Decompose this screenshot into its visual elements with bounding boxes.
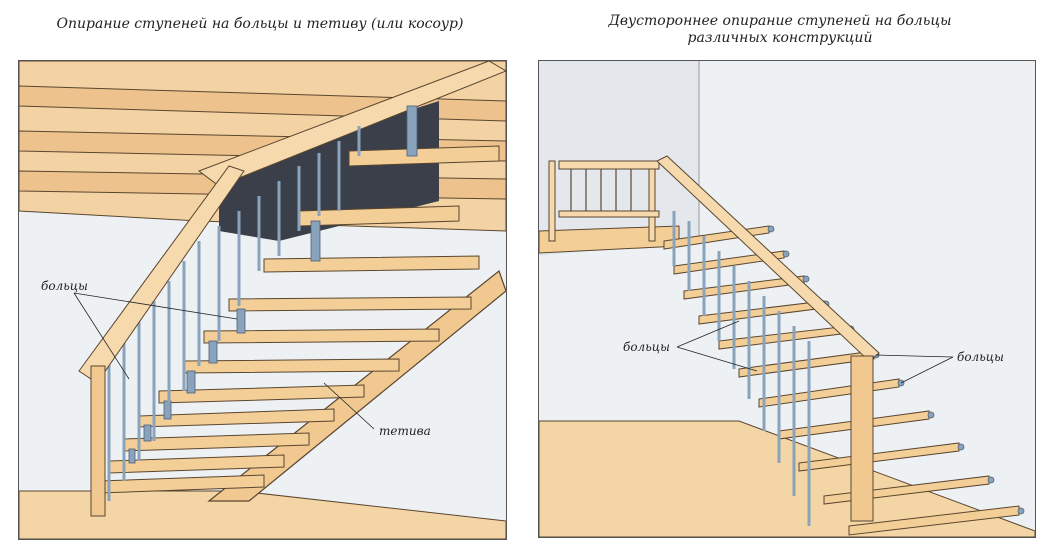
railing-post: [648, 160, 656, 242]
callout-line: [73, 292, 238, 320]
baluster: [236, 308, 246, 334]
bolt-end: [927, 411, 935, 419]
stair-tread: [263, 255, 480, 273]
left-wall: [539, 61, 699, 256]
handrail: [656, 155, 880, 362]
callout-line: [73, 292, 130, 380]
callout-line: [875, 354, 954, 358]
railing-slats: [570, 169, 632, 211]
bolt-end: [1017, 507, 1025, 515]
callout-line: [676, 320, 740, 348]
callout-line: [323, 382, 375, 430]
floor: [539, 420, 1035, 537]
callout-line: [900, 356, 954, 384]
left-baluster-label: больцы: [41, 279, 88, 293]
railing-bars: [107, 126, 361, 501]
right-title-line-1: Двустороннее опирание ступеней на больцы: [608, 13, 952, 29]
right-title-line-2: различных конструкций: [687, 30, 873, 46]
right-baluster-label-left: больцы: [623, 340, 670, 354]
right-stair-illustration: больцы больцы: [538, 60, 1036, 538]
right-stair-drawing: [539, 61, 1035, 537]
left-diagram-title: Опирание ступеней на больцы и тетиву (ил…: [56, 16, 464, 32]
bolt-end: [957, 443, 965, 451]
left-stair-drawing: [19, 61, 506, 539]
left-stringer-label: тетива: [379, 424, 431, 438]
upper-railing: [548, 160, 660, 242]
stair-tread: [848, 505, 1020, 536]
bolt-end: [987, 476, 995, 484]
railing-top: [558, 160, 660, 170]
stair-tread: [673, 250, 785, 275]
baluster: [186, 370, 196, 394]
callout-line: [676, 346, 758, 372]
baluster: [208, 340, 218, 364]
baluster: [143, 424, 152, 442]
newel-post: [90, 365, 106, 517]
ceiling-opening: [219, 101, 439, 241]
stair-treads: [98, 145, 500, 494]
left-stair-illustration: больцы тетива: [18, 60, 507, 540]
stair-tread: [798, 442, 960, 472]
right-baluster-label-right: больцы: [957, 350, 1004, 364]
stair-tread: [348, 145, 500, 167]
railing-post: [548, 160, 556, 242]
bolt-end: [802, 275, 810, 283]
baluster: [406, 105, 418, 157]
bolt-end: [782, 250, 790, 258]
stair-tread: [738, 350, 875, 378]
balusters-left: [672, 211, 811, 526]
stair-tread: [158, 384, 365, 404]
right-diagram-title: Двустороннее опирание ступеней на больцы…: [540, 13, 1020, 47]
floor: [19, 490, 506, 539]
baluster: [310, 220, 321, 262]
newel-post: [850, 355, 874, 522]
bolt-end: [767, 225, 775, 233]
baluster: [128, 448, 136, 464]
stair-tread: [228, 296, 472, 312]
railing-bottom: [558, 210, 660, 218]
stair-tread: [203, 328, 440, 344]
upper-handrail: [197, 61, 506, 187]
callout-lines: [676, 320, 954, 384]
callout-lines: [73, 292, 375, 430]
